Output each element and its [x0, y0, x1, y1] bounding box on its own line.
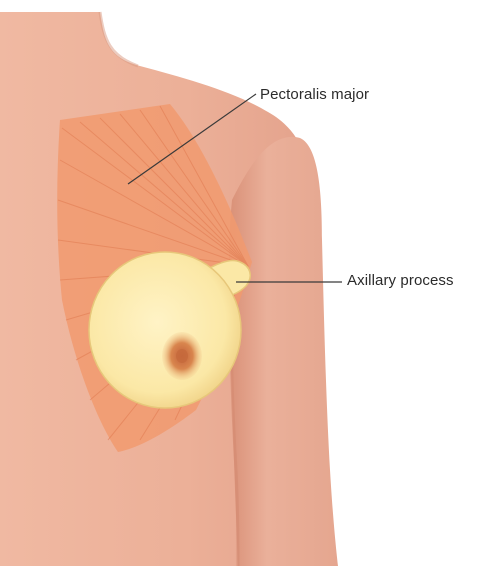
nipple: [176, 349, 188, 363]
breast: [89, 252, 241, 408]
label-pectoralis-major: Pectoralis major: [260, 86, 369, 103]
label-axillary-process: Axillary process: [347, 272, 454, 289]
arm-skin: [229, 137, 338, 566]
